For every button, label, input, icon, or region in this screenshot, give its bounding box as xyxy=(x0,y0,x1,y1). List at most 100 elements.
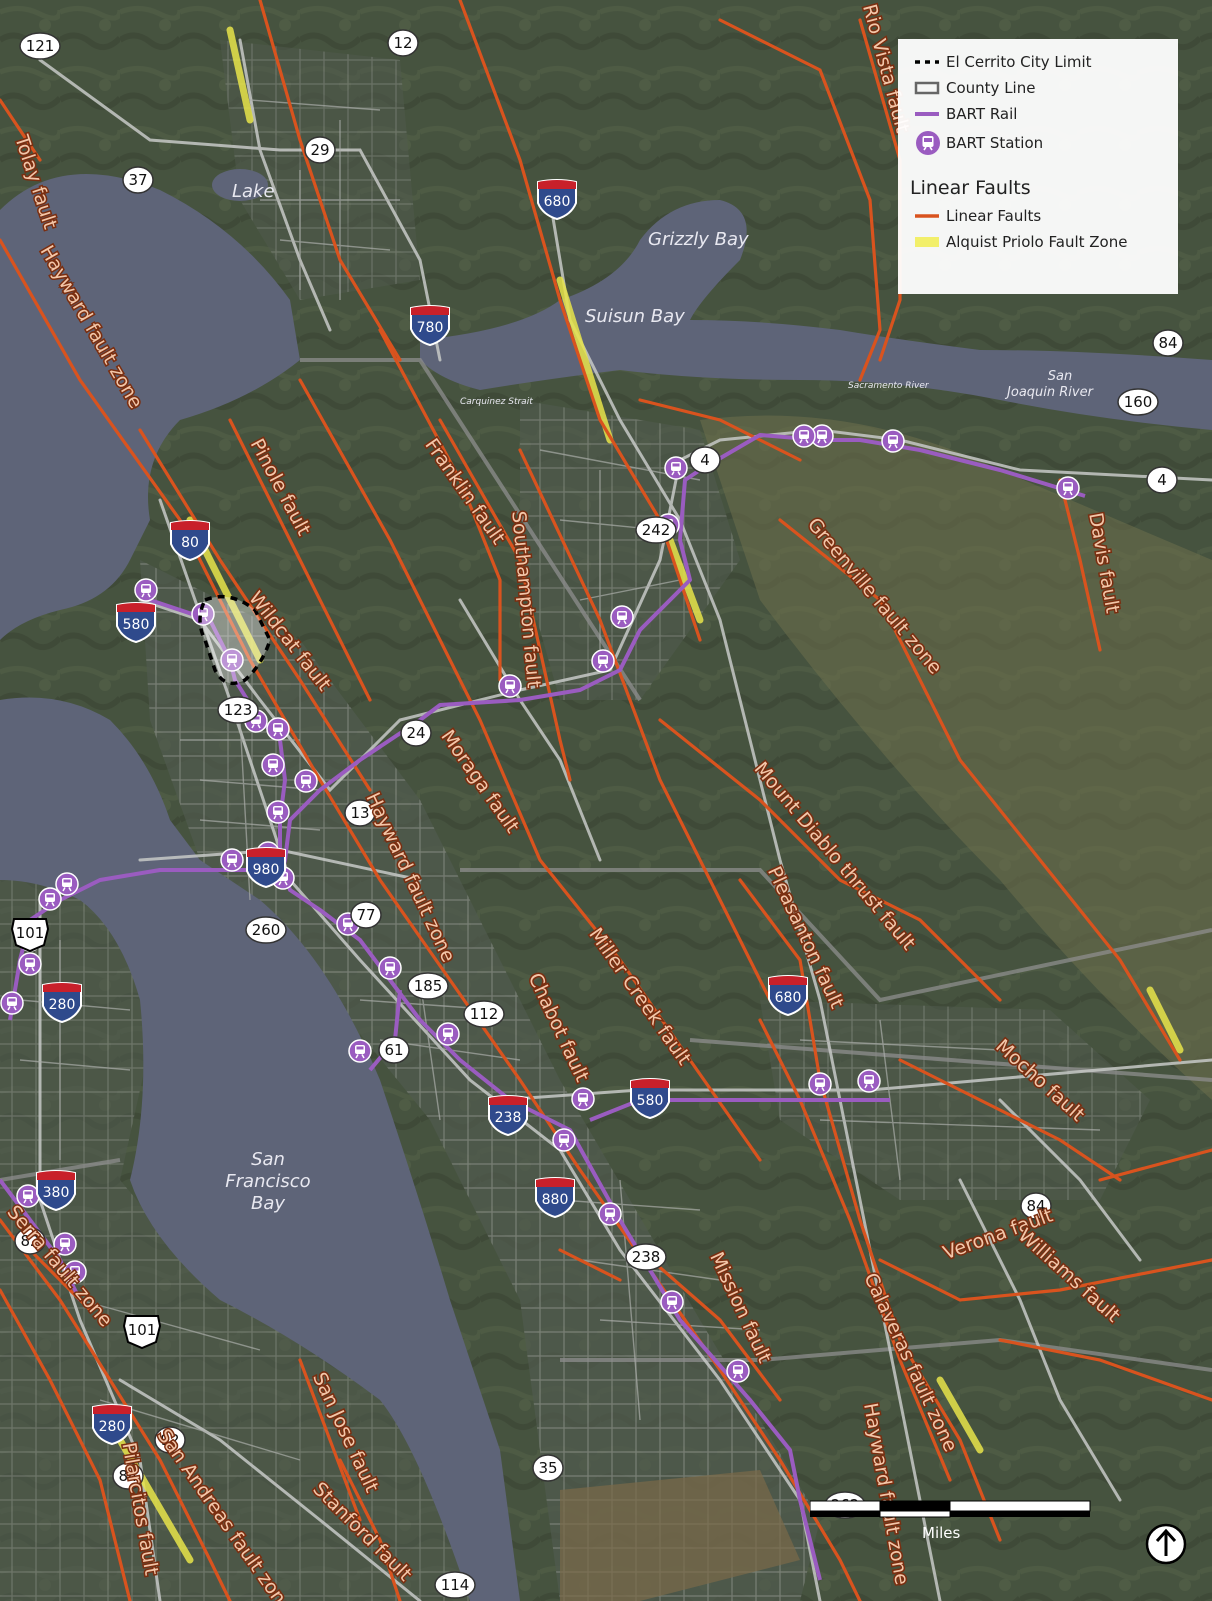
highway-shield-icon: 280 xyxy=(42,982,82,1024)
highway-shield-icon: 185 xyxy=(407,972,449,1000)
highway-number: 61 xyxy=(384,1041,403,1059)
bart-station-icon xyxy=(552,1128,576,1152)
san-francisco-bay xyxy=(0,174,520,1601)
highway-shield-icon: 29 xyxy=(304,136,336,164)
bart-station-icon xyxy=(348,1039,372,1063)
highway-number: 780 xyxy=(417,320,444,336)
el-cerrito-city-limit xyxy=(198,594,272,686)
water-label: Suisun Bay xyxy=(585,306,685,327)
highway-number: 123 xyxy=(224,701,253,719)
highway-number: 242 xyxy=(642,521,671,539)
legend-item-city-limit: El Cerrito City Limit xyxy=(910,49,1166,75)
highway-number: 24 xyxy=(406,724,425,742)
highway-shield-icon: 84 xyxy=(1020,1192,1052,1220)
highway-number: 160 xyxy=(1124,393,1153,411)
legend-label: El Cerrito City Limit xyxy=(946,53,1092,71)
bart-station-icon xyxy=(55,872,79,896)
highway-shield-icon: 238 xyxy=(625,1243,667,1271)
water-label: Grizzly Bay xyxy=(648,229,749,250)
train-circle-icon xyxy=(916,131,940,155)
county-lines xyxy=(0,358,1212,1372)
bart-station-icon xyxy=(610,605,634,629)
road-network xyxy=(38,38,1212,1601)
legend-label: BART Rail xyxy=(946,105,1018,123)
bart-station-icon xyxy=(63,1260,87,1284)
highway-shield-icon: 13 xyxy=(344,799,376,827)
map-legend: El Cerrito City Limit County Line BART R… xyxy=(898,39,1178,294)
highway-number: 280 xyxy=(99,1419,126,1435)
highway-shield-icon: 101 xyxy=(10,918,50,953)
highway-shield-icon: 260 xyxy=(245,916,287,944)
bart-station-icon xyxy=(810,424,834,448)
urban-area-napa xyxy=(220,40,420,300)
south-bay-marsh xyxy=(560,1470,800,1601)
highway-shield-icon: 280 xyxy=(92,1404,132,1446)
bart-station-icon xyxy=(436,1022,460,1046)
scale-unit-label: Miles xyxy=(922,1524,961,1542)
bart-station-icon xyxy=(266,800,290,824)
highway-shield-icon: 380 xyxy=(36,1170,76,1212)
highway-number: 82 xyxy=(20,1232,39,1250)
bart-station-icon xyxy=(660,1290,684,1314)
highway-number: 84 xyxy=(1158,334,1177,352)
water-label: Lake xyxy=(232,181,275,202)
highway-number: 580 xyxy=(123,617,150,633)
scale-tick-label: 10 xyxy=(1074,1496,1093,1500)
bart-station-icon xyxy=(792,424,816,448)
highway-number: 35 xyxy=(538,1459,557,1477)
highway-shield-icon: 112 xyxy=(463,1000,505,1028)
highway-shield-icon: 82 xyxy=(14,1227,46,1255)
highway-number: 84 xyxy=(118,1467,137,1485)
bart-station-icon xyxy=(1056,476,1080,500)
highway-number: 101 xyxy=(16,924,45,942)
highway-number: 12 xyxy=(393,34,412,52)
purple-line-icon xyxy=(915,112,939,116)
suisun-bay xyxy=(420,200,1212,430)
bart-station-icon xyxy=(18,952,42,976)
highway-number: 77 xyxy=(356,906,375,924)
bart-station-icon xyxy=(294,769,318,793)
bart-station-icon xyxy=(220,848,244,872)
highway-number: 4 xyxy=(700,451,710,469)
highway-shield-icon: 880 xyxy=(535,1177,575,1219)
highway-shield-icon: 4 xyxy=(689,446,721,474)
highway-number: 84 xyxy=(1026,1197,1045,1215)
bart-station-icon xyxy=(266,717,290,741)
legend-label: Alquist Priolo Fault Zone xyxy=(946,233,1128,251)
legend-label: Linear Faults xyxy=(946,207,1042,225)
orange-line-icon xyxy=(915,214,939,218)
bart-station-icon xyxy=(591,649,615,673)
highway-number: 238 xyxy=(632,1248,661,1266)
highway-shield-icon: 980 xyxy=(246,847,286,889)
legend-item-bart-rail: BART Rail xyxy=(910,101,1166,127)
highway-shield-icon: 101 xyxy=(122,1315,162,1350)
bart-station-icon xyxy=(378,956,402,980)
highway-number: 238 xyxy=(495,1110,522,1126)
legend-heading-linear-faults: Linear Faults xyxy=(910,177,1031,199)
highway-number: 185 xyxy=(414,977,443,995)
legend-item-bart-station: BART Station xyxy=(910,127,1166,159)
bart-station-icon xyxy=(881,429,905,453)
yellow-band-icon xyxy=(915,237,939,247)
highway-shield-icon: 37 xyxy=(122,166,154,194)
bart-station-icon xyxy=(0,991,24,1015)
highway-shield-icon: 114 xyxy=(434,1571,476,1599)
highway-number: 380 xyxy=(43,1185,70,1201)
highway-number: 880 xyxy=(542,1192,569,1208)
gray-outline-box-icon xyxy=(914,81,940,95)
urban-area-east-bay xyxy=(140,560,820,1601)
highway-number: 260 xyxy=(252,921,281,939)
highway-number: 92 xyxy=(160,1431,179,1449)
bart-station-icon xyxy=(808,1072,832,1096)
highway-number: 680 xyxy=(775,990,802,1006)
bart-station-icon xyxy=(261,753,285,777)
highway-number: 980 xyxy=(253,862,280,878)
bart-station-icon xyxy=(53,1232,77,1256)
highway-shield-icon: 121 xyxy=(19,32,61,60)
highway-shield-icon: 61 xyxy=(378,1036,410,1064)
highway-number: 37 xyxy=(128,171,147,189)
legend-label: BART Station xyxy=(946,134,1044,152)
legend-item-linear-faults: Linear Faults xyxy=(910,203,1166,229)
